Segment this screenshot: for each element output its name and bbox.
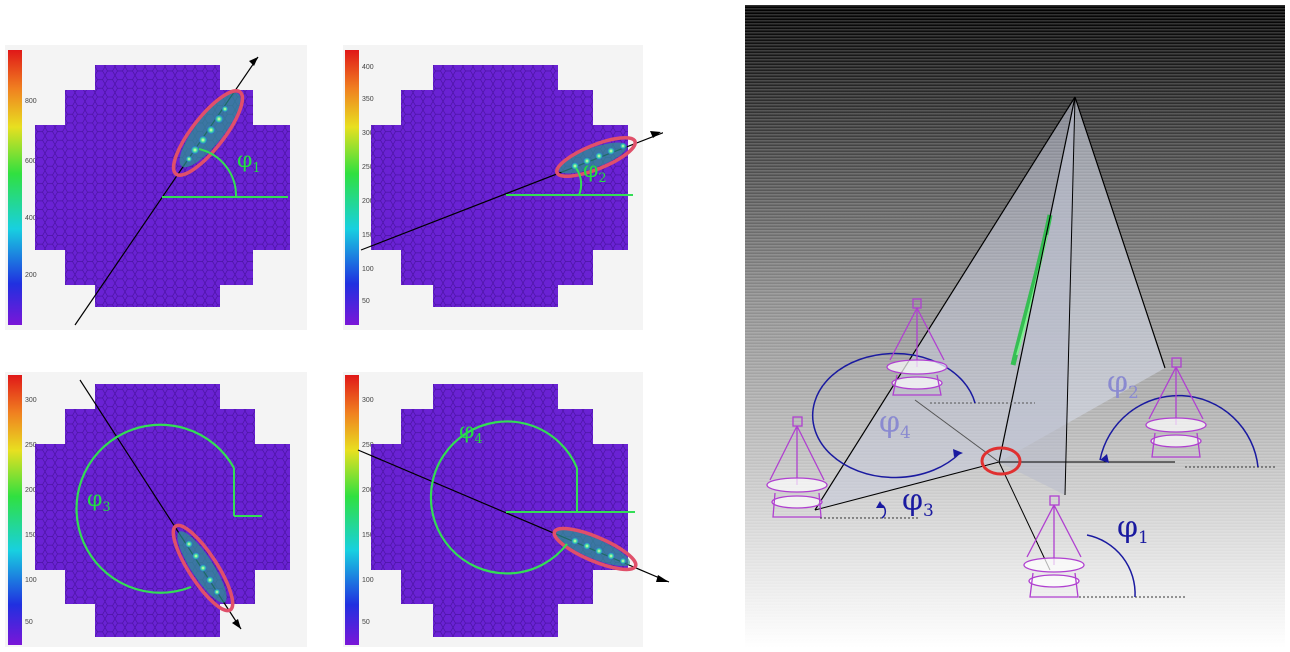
cb2-tick-3: 250 xyxy=(362,164,374,171)
stereo-phi-1: φ1 xyxy=(1117,510,1149,548)
cb1-tick-3: 200 xyxy=(25,272,37,279)
edge-tel3 xyxy=(814,96,1076,511)
cb1-tick-1: 600 xyxy=(25,158,37,165)
stereo-arc-3 xyxy=(881,504,887,519)
shower-image-3 xyxy=(177,531,227,603)
stereo-phi-2: φ2 xyxy=(1107,365,1139,403)
telescope-3 xyxy=(766,416,828,518)
cb2-tick-6: 100 xyxy=(362,266,374,273)
cb3-tick-5: 50 xyxy=(25,619,33,626)
cb2-tick-0: 400 xyxy=(362,64,374,71)
angle-arc-4 xyxy=(429,420,579,575)
stereo-phi-4: φ4 xyxy=(879,405,911,443)
cb1-tick-2: 400 xyxy=(25,215,37,222)
cb1-tick-0: 800 xyxy=(25,98,37,105)
camera-image-3: 300 250 200 150 100 50 φ3 xyxy=(5,372,307,647)
colorbar-2 xyxy=(345,50,359,325)
hillas-ellipse-4 xyxy=(552,526,638,572)
cb4-tick-5: 50 xyxy=(362,619,370,626)
hillas-ellipse-1 xyxy=(171,89,245,177)
cb3-tick-3: 150 xyxy=(25,532,37,539)
stereo-reconstruction-panel: φ1 φ2 φ3 φ4 xyxy=(745,5,1285,648)
ground-line-4 xyxy=(914,399,1000,463)
ground-line-1 xyxy=(998,461,1051,571)
edge-core xyxy=(998,96,1076,463)
cb3-tick-2: 200 xyxy=(25,487,37,494)
cb4-tick-0: 300 xyxy=(362,397,374,404)
hillas-ellipse-2 xyxy=(555,135,637,179)
camera-pixels-2 xyxy=(371,65,628,307)
cb2-tick-2: 300 xyxy=(362,130,374,137)
stereo-arc-2 xyxy=(1099,394,1259,468)
cb4-tick-4: 100 xyxy=(362,577,374,584)
colorbar-4 xyxy=(345,375,359,645)
camera-panel-2: 400 350 300 250 200 150 100 50 φ2 xyxy=(343,45,666,330)
stereo-diagram: φ1 φ2 φ3 φ4 xyxy=(745,5,1285,648)
cb4-tick-3: 150 xyxy=(362,532,374,539)
stereo-arc-1 xyxy=(1086,534,1136,598)
cb2-tick-1: 350 xyxy=(362,96,374,103)
cb3-tick-0: 300 xyxy=(25,397,37,404)
telescope-1 xyxy=(1023,495,1085,598)
camera-image-1: 800 600 400 200 φ1 xyxy=(5,45,307,330)
cb4-tick-1: 250 xyxy=(362,442,374,449)
shower-image-1 xyxy=(179,92,241,168)
shower-image-4 xyxy=(555,529,631,567)
cb4-tick-2: 200 xyxy=(362,487,374,494)
camera-panel-1: 800 600 400 200 φ1 xyxy=(5,45,307,330)
angle-arc-1 xyxy=(198,148,238,198)
stereo-phi-3: φ3 xyxy=(902,483,934,521)
colorbar-3 xyxy=(8,375,22,645)
angle-arc-3 xyxy=(75,423,235,594)
hillas-ellipse-3 xyxy=(171,523,235,613)
camera-image-4: 300 250 200 150 100 50 φ4 xyxy=(343,372,670,647)
ground-line-3 xyxy=(814,461,1000,511)
phi-label-2: φ2 xyxy=(583,158,607,186)
phi-label-1: φ1 xyxy=(237,148,261,176)
camera-pixels-1 xyxy=(35,65,290,307)
impact-point xyxy=(980,446,1022,476)
cb2-tick-5: 150 xyxy=(362,232,374,239)
shower-plane-1 xyxy=(999,97,1075,495)
telescope-4 xyxy=(886,298,948,396)
shower-image-2 xyxy=(558,142,628,174)
phi-label-3: φ3 xyxy=(87,487,111,515)
telescope-2 xyxy=(1145,357,1207,458)
cb2-tick-4: 200 xyxy=(362,198,374,205)
colorbar-1 xyxy=(8,50,22,325)
camera-panel-3: 300 250 200 150 100 50 φ3 xyxy=(5,372,307,647)
camera-image-2: 400 350 300 250 200 150 100 50 φ2 xyxy=(343,45,666,330)
camera-panel-4: 300 250 200 150 100 50 φ4 xyxy=(343,372,673,647)
cb2-tick-7: 50 xyxy=(362,298,370,305)
cb3-tick-4: 100 xyxy=(25,577,37,584)
phi-label-4: φ4 xyxy=(459,419,483,447)
edge-tel2 xyxy=(1074,96,1166,369)
cb3-tick-1: 250 xyxy=(25,442,37,449)
angle-arc-2 xyxy=(575,167,583,196)
edge-tel1 xyxy=(1064,96,1076,496)
camera-pixels-3 xyxy=(35,384,290,637)
